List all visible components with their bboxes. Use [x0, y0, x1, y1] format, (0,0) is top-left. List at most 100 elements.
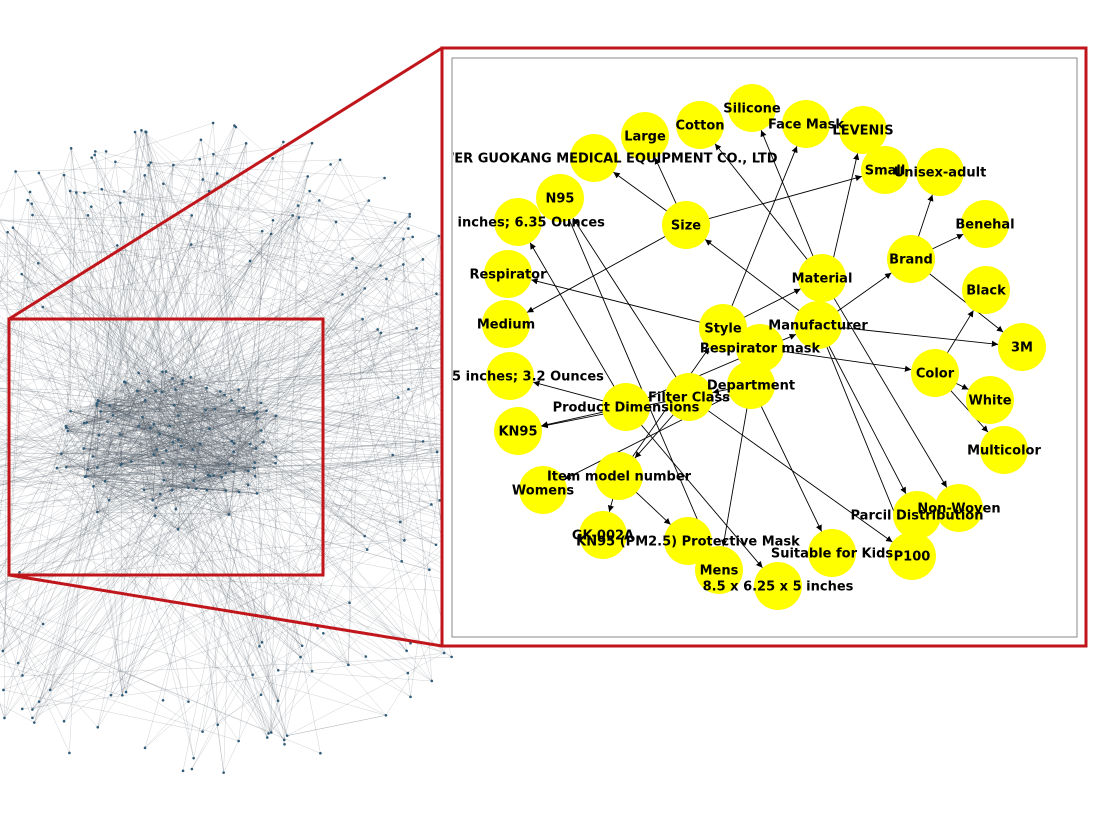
network-node: [65, 426, 68, 429]
graph-node-label-womens: Womens: [512, 484, 574, 499]
graph-node-label-white: White: [968, 394, 1011, 409]
network-node: [212, 153, 215, 156]
network-node: [366, 548, 369, 551]
network-node: [245, 142, 248, 145]
network-edge: [155, 516, 267, 738]
network-node: [29, 191, 32, 194]
network-node: [95, 404, 98, 407]
network-node: [405, 649, 408, 652]
network-node: [154, 390, 157, 393]
network-node: [275, 414, 278, 417]
network-node: [216, 723, 219, 726]
network-node: [187, 700, 190, 703]
network-node: [172, 441, 175, 444]
network-node: [56, 467, 59, 470]
network-node: [189, 376, 192, 379]
network-node: [144, 399, 147, 402]
network-node: [430, 503, 433, 506]
graph-node-label-silicone: Silicone: [723, 102, 781, 117]
network-node: [363, 535, 366, 538]
network-node: [98, 434, 101, 437]
network-node: [151, 499, 154, 502]
network-node: [283, 743, 286, 746]
network-node: [162, 699, 165, 702]
network-node: [407, 388, 410, 391]
network-node: [316, 627, 319, 630]
network-node: [92, 485, 95, 488]
network-node: [223, 394, 226, 397]
network-node: [415, 327, 418, 330]
graph-node-label-suitable: Suitable for Kids: [771, 547, 894, 562]
network-node: [195, 487, 198, 490]
network-node: [154, 514, 157, 517]
network-node: [225, 489, 228, 492]
network-node: [256, 411, 259, 414]
network-node: [141, 416, 144, 419]
network-node: [187, 486, 190, 489]
network-node: [174, 388, 177, 391]
network-node: [75, 191, 78, 194]
network-node: [391, 454, 394, 457]
network-node: [322, 632, 325, 635]
network-node: [94, 150, 97, 153]
network-node: [329, 163, 332, 166]
network-node: [341, 293, 344, 296]
network-node: [121, 694, 124, 697]
network-node: [206, 489, 209, 492]
network-node: [69, 410, 72, 413]
network-node: [91, 455, 94, 458]
network-node: [177, 528, 180, 531]
network-node: [283, 739, 286, 742]
network-node: [149, 427, 152, 430]
network-node: [87, 214, 90, 217]
network-node: [194, 466, 197, 469]
network-node: [407, 227, 410, 230]
network-node: [116, 244, 119, 247]
network-node: [364, 287, 367, 290]
network-node: [96, 402, 99, 405]
network-node: [155, 448, 158, 451]
network-node: [171, 377, 174, 380]
network-node: [143, 488, 146, 491]
network-node: [212, 474, 215, 477]
network-node: [266, 736, 269, 739]
network-node: [119, 433, 122, 436]
network-node: [18, 571, 21, 574]
graph-node-label-multicolor: Multicolor: [967, 444, 1041, 459]
network-node: [232, 471, 235, 474]
graph-node-label-manufacturer: Manufacturer: [768, 319, 868, 334]
network-node: [171, 489, 174, 492]
network-node: [42, 306, 45, 309]
network-node: [30, 202, 33, 205]
graph-node-label-cotton: Cotton: [675, 119, 724, 134]
network-node: [258, 645, 261, 648]
graph-node-label-style: Style: [704, 322, 742, 337]
network-node: [219, 390, 222, 393]
network-node: [277, 699, 280, 702]
network-node: [69, 190, 72, 193]
network-node: [149, 161, 152, 164]
network-node: [422, 258, 425, 261]
graph-node-label-mens: Mens: [700, 564, 739, 579]
network-edge: [162, 123, 213, 392]
network-node: [152, 453, 155, 456]
network-node: [361, 318, 364, 321]
graph-node-label-respirator: Respirator: [469, 268, 547, 283]
network-node: [90, 205, 93, 208]
graph-node-label-tpower: TPOWER GUOKANG MEDICAL EQUIPMENT CO., LT…: [411, 152, 778, 167]
network-node: [399, 521, 402, 524]
network-node: [38, 700, 41, 703]
network-node: [14, 170, 17, 173]
network-node: [177, 439, 180, 442]
network-node: [63, 174, 66, 177]
network-node: [33, 721, 36, 724]
network-node: [140, 129, 143, 132]
network-node: [201, 178, 204, 181]
network-node: [191, 448, 194, 451]
network-node: [368, 199, 371, 202]
graph-node-label-p100: P100: [894, 550, 931, 565]
graph-node-label-dims1: x 4 inches; 6.35 Ounces: [431, 216, 605, 231]
network-node: [112, 414, 115, 417]
network-node: [104, 480, 107, 483]
network-node: [265, 409, 268, 412]
